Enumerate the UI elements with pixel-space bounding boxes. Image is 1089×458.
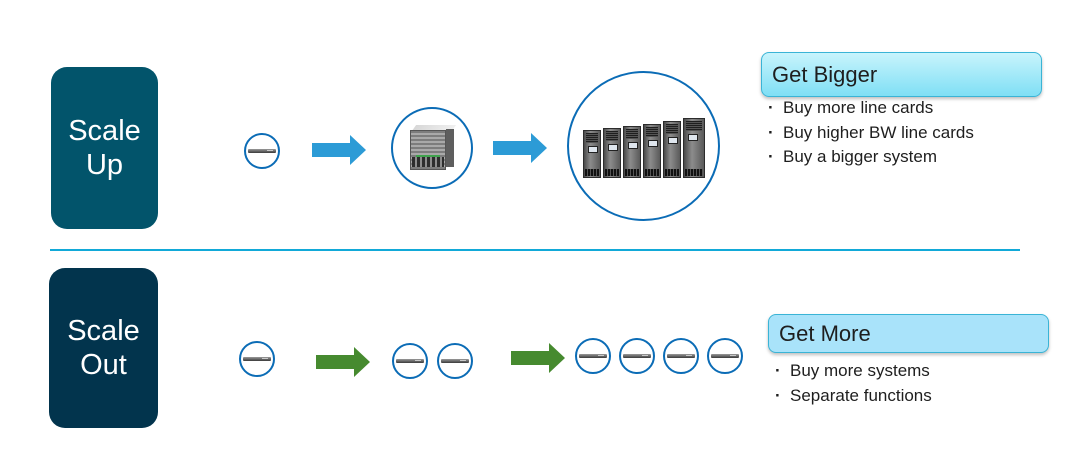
get-more-callout: Get More xyxy=(768,314,1049,353)
scale-up-arrow-1 xyxy=(312,135,366,165)
arrow-right-icon xyxy=(511,343,565,373)
get-more-bullets: Buy more systems Separate functions xyxy=(773,359,932,408)
server-1u-icon xyxy=(579,354,607,358)
rack-row xyxy=(582,118,705,178)
scale-out-label-line1: Scale xyxy=(67,315,140,347)
server-1u-icon xyxy=(623,354,651,358)
bullet-item: Separate functions xyxy=(773,384,932,409)
bullet-item: Buy higher BW line cards xyxy=(766,121,974,146)
arrow-right-icon xyxy=(493,133,547,163)
get-bigger-bullets: Buy more line cards Buy higher BW line c… xyxy=(766,96,974,170)
get-more-title: Get More xyxy=(779,320,871,346)
multi-rack-system-icon xyxy=(567,71,720,221)
rack-icon xyxy=(642,124,661,178)
switch-icon xyxy=(663,338,699,374)
scale-up-label-line2: Up xyxy=(85,149,124,181)
server-1u-icon xyxy=(667,354,695,358)
switch-icon xyxy=(437,343,473,379)
rack-icon xyxy=(662,121,681,178)
server-1u-icon xyxy=(248,149,276,153)
single-switch-icon xyxy=(239,341,275,377)
server-1u-icon xyxy=(243,357,271,361)
rack-icon xyxy=(682,118,705,178)
scale-out-label-card: Scale Out xyxy=(49,268,158,428)
server-1u-icon xyxy=(396,359,424,363)
chassis-graphic xyxy=(408,125,457,171)
switch-icon xyxy=(619,338,655,374)
switch-icon xyxy=(707,338,743,374)
rack-icon xyxy=(582,130,601,178)
get-bigger-title: Get Bigger xyxy=(772,61,878,87)
bullet-item: Buy a bigger system xyxy=(766,145,974,170)
rack-icon xyxy=(602,128,621,178)
arrow-right-icon xyxy=(316,347,370,377)
switch-icon xyxy=(575,338,611,374)
scale-out-label-line2: Out xyxy=(80,349,127,381)
scale-out-arrow-2 xyxy=(511,343,565,373)
scale-out-arrow-1 xyxy=(316,347,370,377)
arrow-right-icon xyxy=(312,135,366,165)
get-bigger-callout: Get Bigger xyxy=(761,52,1042,97)
section-divider xyxy=(50,249,1020,251)
scale-up-label-line1: Scale xyxy=(68,115,141,147)
rack-icon xyxy=(622,126,641,178)
scale-up-label-card: Scale Up xyxy=(51,67,158,229)
switch-icon xyxy=(392,343,428,379)
bullet-item: Buy more line cards xyxy=(766,96,974,121)
server-1u-icon xyxy=(711,354,739,358)
modular-chassis-icon xyxy=(391,107,473,189)
bullet-item: Buy more systems xyxy=(773,359,932,384)
single-switch-icon xyxy=(244,133,280,169)
scale-up-arrow-2 xyxy=(493,133,547,163)
server-1u-icon xyxy=(441,359,469,363)
